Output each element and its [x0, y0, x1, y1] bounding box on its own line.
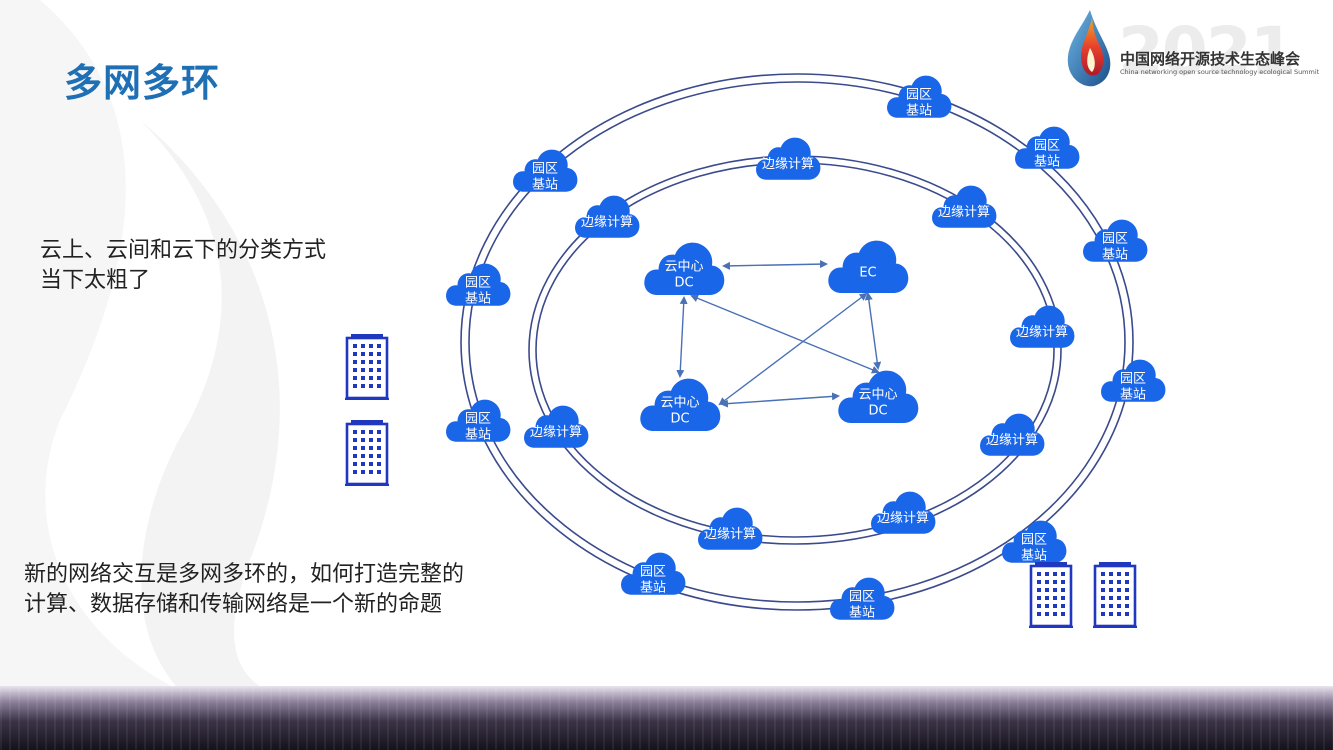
middle-node-edge-computing: 边缘计算 — [524, 405, 589, 448]
cloud-label: 云中心 — [664, 260, 703, 275]
building-icon — [345, 420, 389, 486]
caption-top-line-2: 当下太粗了 — [40, 268, 151, 293]
cloud-label: 云中心 — [858, 388, 897, 403]
link-ec-dc3 — [864, 292, 882, 370]
flame-icon — [1067, 10, 1111, 87]
caption-top-line-1: 云上、云间和云下的分类方式 — [40, 238, 327, 263]
cloud-label: 基站 — [465, 292, 491, 307]
middle-node-edge-computing: 边缘计算 — [756, 137, 821, 180]
cloud-label: 基站 — [532, 178, 558, 193]
cloud-label: 园区 — [1021, 533, 1047, 548]
building-icon — [1029, 562, 1073, 628]
middle-node-edge-computing: 边缘计算 — [575, 195, 640, 238]
cloud-label: 基站 — [1120, 388, 1146, 403]
cloud-label: 基站 — [640, 581, 666, 596]
cloud-label: 边缘计算 — [986, 433, 1038, 448]
link-ec-dc2 — [718, 292, 868, 406]
cloud-label: 边缘计算 — [877, 511, 929, 526]
cloud-label: 园区 — [465, 276, 491, 291]
building-icon — [345, 334, 389, 400]
outer-ring — [460, 73, 1134, 611]
caption-bottom-line-1: 新的网络交互是多网多环的，如何打造完整的 — [24, 562, 465, 587]
cloud-label: 园区 — [640, 565, 666, 580]
caption-bottom: 新的网络交互是多网多环的，如何打造完整的 计算、数据存储和传输网络是一个新的命题 — [24, 560, 464, 620]
cloud-label: 边缘计算 — [704, 527, 756, 542]
cloud-label: 边缘计算 — [1016, 325, 1068, 340]
cloud-label: 基站 — [906, 104, 932, 119]
core-links — [676, 260, 882, 408]
middle-node-edge-computing: 边缘计算 — [698, 507, 763, 550]
cloud-label: DC — [868, 404, 887, 419]
cloud-label: DC — [674, 276, 693, 291]
building-icon — [1093, 562, 1137, 628]
cloud-label: 园区 — [906, 88, 932, 103]
outer-ring-inner-line — [468, 81, 1126, 603]
cloud-label: 园区 — [465, 412, 491, 427]
logo-name-en: China networking open source technology … — [1120, 68, 1320, 76]
middle-node-edge-computing: 边缘计算 — [980, 413, 1045, 456]
caption-bottom-line-2: 计算、数据存储和传输网络是一个新的命题 — [24, 592, 443, 617]
cloud-label: 园区 — [1102, 232, 1128, 247]
link-dc1-dc3 — [690, 294, 880, 374]
logo-year: 2021 — [1118, 13, 1296, 90]
page-title: 多网多环 — [64, 61, 221, 105]
core-node-ec: EC — [828, 240, 909, 294]
link-dc1-ec — [722, 260, 828, 270]
cloud-label: 边缘计算 — [530, 425, 582, 440]
link-dc2-dc3 — [720, 392, 840, 408]
cloud-label: DC — [670, 412, 689, 427]
footer-streaks — [0, 686, 1333, 750]
cloud-label: 基站 — [465, 428, 491, 443]
logo-name-cn: 中国网络开源技术生态峰会 — [1120, 50, 1301, 68]
cloud-label: 基站 — [849, 606, 875, 621]
cloud-label: 基站 — [1034, 155, 1060, 170]
cloud-label: 云中心 — [660, 396, 699, 411]
cloud-label: 基站 — [1021, 549, 1047, 564]
cloud-label: 边缘计算 — [938, 205, 990, 220]
cloud-label: 园区 — [1120, 372, 1146, 387]
middle-node-edge-computing: 边缘计算 — [932, 185, 997, 228]
footer-band — [0, 686, 1333, 750]
summit-logo: 2021 中国网络开源技术生态峰会 China networking open … — [1060, 8, 1330, 90]
caption-top: 云上、云间和云下的分类方式 当下太粗了 — [40, 236, 326, 296]
cloud-label: 园区 — [532, 162, 558, 177]
middle-node-edge-computing: 边缘计算 — [871, 491, 936, 534]
cloud-label: 园区 — [849, 590, 875, 605]
middle-node-edge-computing: 边缘计算 — [1010, 305, 1075, 348]
cloud-label: EC — [859, 266, 876, 281]
cloud-label: 基站 — [1102, 248, 1128, 263]
link-dc1-dc2 — [676, 296, 688, 378]
cloud-label: 园区 — [1034, 139, 1060, 154]
cloud-label: 边缘计算 — [762, 157, 814, 172]
cloud-label: 边缘计算 — [581, 215, 633, 230]
